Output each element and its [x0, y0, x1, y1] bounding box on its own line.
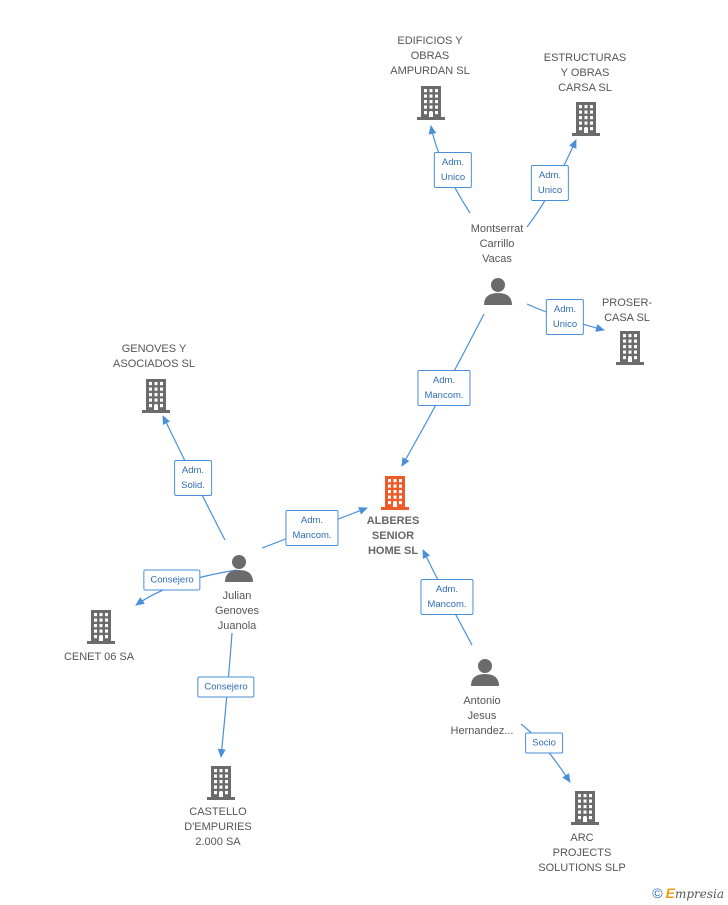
edge-label-julian-alberes[interactable]: Adm. Mancom.: [285, 510, 339, 546]
node-label-castello[interactable]: CASTELLO D'EMPURIES 2.000 SA: [184, 806, 252, 848]
proser-building-icon: [616, 331, 644, 365]
node-label-edificios[interactable]: EDIFICIOS Y OBRAS AMPURDAN SL: [390, 35, 470, 77]
edge-label-montserrat-edificios[interactable]: Adm. Unico: [433, 152, 473, 188]
castello-building-icon: [207, 766, 235, 800]
edge-label-antonio-arc[interactable]: Socio: [525, 732, 563, 754]
arc-building-icon: [571, 791, 599, 825]
node-label-genoves_asoc[interactable]: GENOVES Y ASOCIADOS SL: [113, 343, 195, 370]
alberes-building-icon: [381, 476, 409, 510]
estructuras-building-icon: [572, 102, 600, 136]
node-label-antonio[interactable]: Antonio Jesus Hernandez...: [450, 695, 514, 737]
edge-label-julian-castello[interactable]: Consejero: [197, 676, 255, 698]
empresia-watermark: ©Empresia: [652, 885, 724, 901]
node-label-montserrat[interactable]: Montserrat Carrillo Vacas: [470, 223, 524, 265]
edge-label-montserrat-proser[interactable]: Adm. Unico: [545, 299, 585, 335]
node-label-cenet[interactable]: CENET 06 SA: [63, 651, 135, 663]
edge-label-julian-genoves_asoc[interactable]: Adm. Solid.: [174, 460, 212, 496]
icons-layer: [87, 86, 644, 825]
antonio-person-icon: [471, 659, 499, 686]
edge-label-julian-cenet[interactable]: Consejero: [143, 569, 201, 591]
brand-initial: E: [665, 885, 675, 901]
node-label-proser[interactable]: PROSER- CASA SL: [601, 297, 653, 324]
genoves_asoc-building-icon: [142, 379, 170, 413]
edge-label-antonio-alberes[interactable]: Adm. Mancom.: [420, 579, 474, 615]
brand-name: mpresia: [674, 887, 724, 901]
node-label-estructuras[interactable]: ESTRUCTURAS Y OBRAS CARSA SL: [543, 52, 627, 94]
node-label-alberes[interactable]: ALBERES SENIOR HOME SL: [366, 515, 420, 557]
cenet-building-icon: [87, 610, 115, 644]
node-label-julian[interactable]: Julian Genoves Juanola: [214, 590, 260, 632]
julian-person-icon: [225, 555, 253, 582]
edge-label-montserrat-estructuras[interactable]: Adm. Unico: [530, 165, 570, 201]
montserrat-person-icon: [484, 278, 512, 305]
node-label-arc[interactable]: ARC PROJECTS SOLUTIONS SLP: [538, 832, 626, 874]
edge-label-montserrat-alberes[interactable]: Adm. Mancom.: [417, 370, 471, 406]
copyright-icon: ©: [652, 885, 663, 901]
edificios-building-icon: [417, 86, 445, 120]
